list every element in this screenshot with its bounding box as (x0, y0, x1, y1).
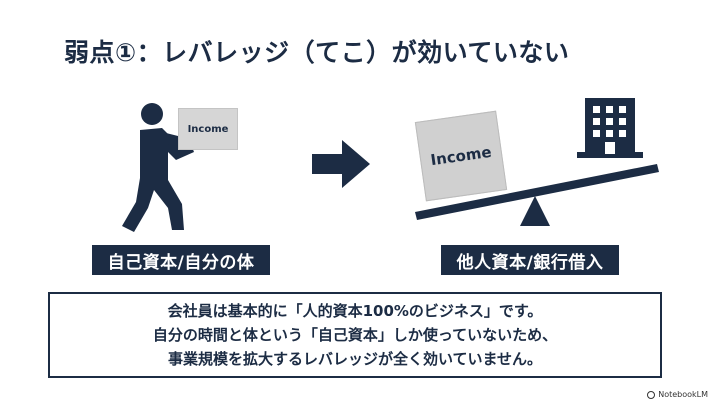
message-line: 会社員は基本的に「人的資本100%のビジネス」です。 (167, 302, 543, 320)
notebooklm-logo-icon (647, 390, 656, 399)
income-box-small: Income (178, 108, 238, 150)
slide-title: 弱点①：レバレッジ（てこ）が効いていない (64, 38, 570, 67)
income-box-large: Income (414, 110, 508, 202)
right-arrow-icon (312, 138, 372, 190)
self-capital-label: 自己資本/自分の体 (92, 245, 270, 275)
notebooklm-watermark: NotebookLM (647, 390, 708, 399)
message-box: 会社員は基本的に「人的資本100%のビジネス」です。 自分の時間と体という「自己… (48, 292, 662, 378)
message-line: 自分の時間と体という「自己資本」しか使っていないため、 (152, 326, 558, 344)
seesaw-building-icon (415, 98, 659, 226)
person-carrying-box-figure: Income (110, 98, 250, 236)
brand-label: NotebookLM (658, 390, 708, 399)
leverage-seesaw-figure: Income (395, 98, 685, 238)
other-capital-label: 他人資本/銀行借入 (441, 245, 619, 275)
message-line: 事業規模を拡大するレバレッジが全く効いていません。 (167, 350, 543, 368)
